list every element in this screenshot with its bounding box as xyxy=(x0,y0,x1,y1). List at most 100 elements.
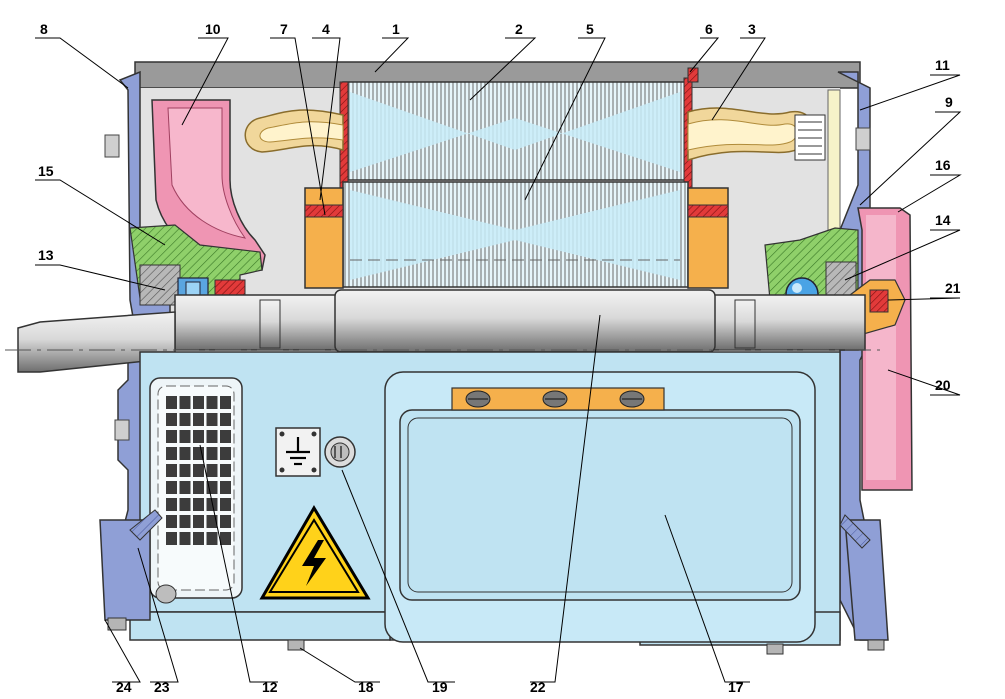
grille-slot xyxy=(206,515,218,528)
grille-slot xyxy=(220,515,231,528)
frame-left-foot xyxy=(129,611,391,641)
leader-lines xyxy=(35,37,962,683)
grille-slot xyxy=(220,464,231,477)
left-shorting-ring xyxy=(304,187,344,289)
callout-2: 2 xyxy=(515,21,523,37)
bottom-bolt-left xyxy=(287,639,305,651)
callout-9: 9 xyxy=(945,94,953,110)
callout-24: 24 xyxy=(116,679,132,695)
right-ring-band xyxy=(687,204,729,218)
coupling-hatch xyxy=(869,289,889,313)
grille-slot xyxy=(179,447,191,460)
grille-slot xyxy=(193,464,204,477)
grille-slot xyxy=(206,498,218,511)
ground-symbol-icon xyxy=(286,437,310,466)
ground-plate-screw-tr xyxy=(311,431,317,437)
grille-slot xyxy=(179,396,191,409)
grille-slot xyxy=(193,447,204,460)
grille-slot xyxy=(220,430,231,443)
grille-slot xyxy=(206,532,218,545)
grille-slot xyxy=(193,498,204,511)
callout-7: 7 xyxy=(280,21,288,37)
grille-slot xyxy=(193,396,204,409)
ground-plate-screw-bl xyxy=(279,467,285,473)
callout-6: 6 xyxy=(705,21,713,37)
grille-slot xyxy=(206,447,218,460)
callout-4: 4 xyxy=(322,21,330,37)
callout-18: 18 xyxy=(358,679,374,695)
grille-slot xyxy=(193,481,204,494)
grille-slot xyxy=(166,430,177,443)
grille-slot xyxy=(193,515,204,528)
grille-slot xyxy=(220,396,231,409)
callout-3: 3 xyxy=(748,21,756,37)
terminal-box-cover xyxy=(399,409,801,601)
grille-latch xyxy=(155,584,177,604)
grille-slot xyxy=(179,532,191,545)
grille-slot xyxy=(206,413,218,426)
grille-slot xyxy=(179,464,191,477)
right-foot-bracket xyxy=(844,519,889,641)
ground-plate-screw-br xyxy=(311,467,317,473)
callout-13: 13 xyxy=(38,247,54,263)
grille-slot xyxy=(179,498,191,511)
callout-21: 21 xyxy=(945,280,961,296)
bottom-bolt-far-right xyxy=(867,639,885,651)
shaft-center-section xyxy=(334,289,716,353)
callout-12: 12 xyxy=(262,679,278,695)
grille-slot xyxy=(179,413,191,426)
stator-core-light xyxy=(350,92,680,172)
callout-22: 22 xyxy=(530,679,546,695)
grille-slot xyxy=(166,532,177,545)
left-foot-bolt xyxy=(129,509,163,541)
grille-slot xyxy=(166,396,177,409)
right-shorting-ring xyxy=(687,187,729,289)
grille-slot xyxy=(166,498,177,511)
grille-slot xyxy=(220,481,231,494)
grille-slot xyxy=(166,515,177,528)
grille-slot xyxy=(179,430,191,443)
left-foot-nut xyxy=(107,617,127,631)
left-bearing-cap xyxy=(139,264,181,306)
grille-slot xyxy=(166,447,177,460)
lightning-bolt-icon xyxy=(302,540,326,586)
grille-slot xyxy=(220,447,231,460)
right-foot-bolt xyxy=(839,514,871,549)
right-bolt-top xyxy=(855,127,871,151)
grille-slot xyxy=(166,481,177,494)
callout-5: 5 xyxy=(586,21,594,37)
grille-slot xyxy=(206,464,218,477)
grille-slot xyxy=(220,532,231,545)
callout-8: 8 xyxy=(40,21,48,37)
callout-14: 14 xyxy=(935,212,951,228)
callout-23: 23 xyxy=(154,679,170,695)
bottom-bolt-right xyxy=(766,643,784,655)
vent-grille xyxy=(166,396,231,545)
grille-slot xyxy=(166,464,177,477)
grille-slot xyxy=(220,498,231,511)
callout-20: 20 xyxy=(935,377,951,393)
callout-10: 10 xyxy=(205,21,221,37)
right-bearing-ball-highlight xyxy=(792,283,802,293)
left-fan-blade xyxy=(167,107,247,239)
callout-15: 15 xyxy=(38,163,54,179)
shaft-collar-left xyxy=(259,299,281,349)
high-voltage-warning-border xyxy=(268,518,360,593)
grille-slot xyxy=(179,481,191,494)
callout-11: 11 xyxy=(935,57,950,73)
grille-slot xyxy=(206,430,218,443)
grille-slot xyxy=(206,481,218,494)
key-6 xyxy=(687,67,699,83)
left-bolt-top xyxy=(104,134,120,158)
grille-slot xyxy=(193,532,204,545)
callout-17: 17 xyxy=(728,679,744,695)
callout-16: 16 xyxy=(935,157,951,173)
grille-slot xyxy=(193,413,204,426)
grille-slot xyxy=(179,515,191,528)
left-foot-bracket xyxy=(99,519,151,621)
right-fan-cover-inner xyxy=(866,215,896,480)
terminal-box-cover-inner xyxy=(407,417,793,593)
grille-slot xyxy=(220,413,231,426)
shaft-collar-right xyxy=(734,299,756,349)
